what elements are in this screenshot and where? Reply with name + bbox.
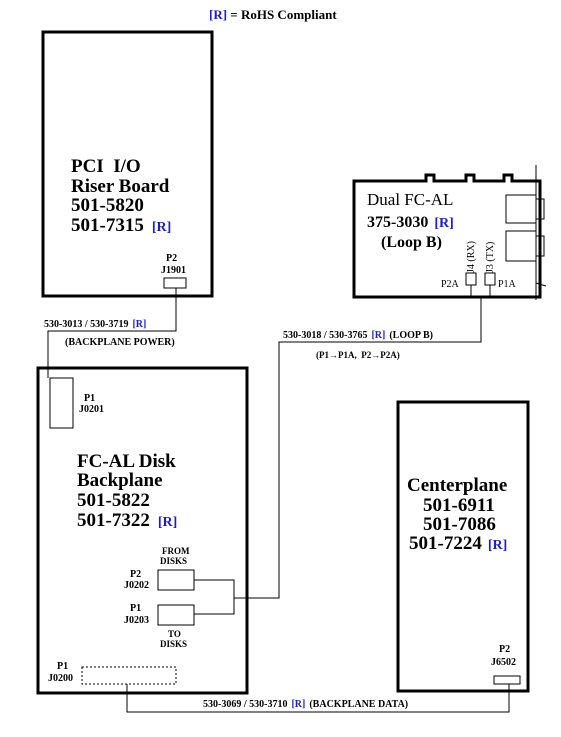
centerplane-line3: 501-7086	[423, 514, 496, 535]
power-cable-line	[47, 288, 177, 378]
disk-backplane-j0200: J0200	[48, 673, 73, 684]
legend-mark: [R]	[209, 7, 227, 22]
data-cable-pn: 530-3069 / 530-3710	[203, 699, 287, 710]
disk-backplane-rohs: [R]	[158, 515, 177, 530]
disk-backplane-line4-row: 501-7322 [R]	[77, 510, 177, 531]
centerplane-conn-p: P2	[499, 644, 510, 655]
sfp-port-top-latch	[535, 198, 545, 220]
disk-backplane-to1: TO	[168, 629, 181, 639]
power-cable-rohs: [R]	[132, 319, 146, 330]
pci-riser-connector	[163, 277, 187, 289]
centerplane-line4: 501-7224	[409, 533, 482, 554]
data-cable-line	[126, 684, 510, 713]
disk-backplane-p1-top: P1	[84, 393, 95, 404]
disk-backplane-line1: FC-AL Disk	[77, 451, 176, 472]
sfp-port-top	[505, 194, 537, 224]
loop-cable-rohs: [R]	[371, 330, 385, 341]
disk-backplane-p1-mid: P1	[130, 603, 141, 614]
pci-riser-line4-row: 501-7315 [R]	[71, 215, 171, 236]
dual-fcal-line3: (Loop B)	[381, 234, 442, 251]
disk-backplane-p1-bot: P1	[57, 661, 68, 672]
loop-cable-line	[234, 285, 491, 599]
loop-cable-mapping: (P1→P1A, P2→P2A)	[316, 350, 400, 360]
dual-fcal-j3-connector	[484, 272, 496, 286]
disk-backplane-j0201-connector	[49, 377, 74, 429]
sfp-port-bottom-latch	[535, 235, 545, 257]
dual-fcal-card	[352, 173, 542, 299]
disk-backplane-j0201: J0201	[79, 404, 104, 415]
disk-backplane-j0200-connector	[81, 666, 177, 685]
dual-fcal-rohs: [R]	[434, 216, 453, 231]
centerplane-line2: 501-6911	[423, 495, 495, 516]
disk-backplane-j0203-connector	[157, 604, 195, 626]
disk-backplane-line4: 501-7322	[77, 510, 150, 531]
centerplane-board	[396, 400, 530, 693]
centerplane-connector	[493, 675, 521, 685]
legend-text: = RoHS Compliant	[227, 7, 337, 22]
data-cable-label: (BACKPLANE DATA)	[309, 699, 408, 710]
disk-backplane-j0202: J0202	[124, 580, 149, 591]
pci-riser-conn-j: J1901	[161, 265, 186, 276]
centerplane-line1: Centerplane	[407, 475, 507, 496]
pci-riser-rohs: [R]	[152, 220, 171, 235]
disk-backplane-line2: Backplane	[77, 470, 163, 491]
dual-fcal-p1a: P1A	[498, 279, 517, 290]
dual-fcal-line2-row: 375-3030 [R]	[367, 214, 454, 231]
disk-backplane-to2: DISKS	[160, 639, 187, 649]
dual-fcal-line1: Dual FC-AL	[367, 190, 453, 209]
dual-fcal-line2: 375-3030	[367, 214, 428, 231]
disk-backplane-y-cable	[194, 579, 247, 615]
data-cable-row: 530-3069 / 530-3710 [R] (BACKPLANE DATA)	[203, 699, 408, 710]
disk-backplane-board	[36, 366, 249, 695]
pci-riser-board	[41, 30, 214, 298]
dual-fcal-j4-connector	[465, 272, 477, 286]
dual-fcal-bracket-tab	[535, 282, 547, 287]
loop-cable-pn-row: 530-3018 / 530-3765 [R] (LOOP B)	[283, 330, 433, 341]
pci-riser-conn-p: P2	[166, 253, 177, 264]
pci-riser-line1: PCI I/O	[71, 156, 141, 177]
disk-backplane-j0202-connector	[157, 569, 195, 591]
sfp-port-bottom	[505, 230, 537, 262]
disk-backplane-from1: FROM	[162, 546, 190, 556]
legend: [R] = RoHS Compliant	[209, 7, 337, 22]
centerplane-rohs: [R]	[488, 538, 507, 553]
dual-fcal-j3-label: J3 (TX)	[485, 242, 496, 273]
dual-fcal-j4-label: J4 (RX)	[466, 241, 477, 273]
centerplane-conn-j: J6502	[491, 657, 516, 668]
dual-fcal-p2a: P2A	[441, 279, 460, 290]
loop-cable-pn: 530-3018 / 530-3765	[283, 330, 367, 341]
loop-cable-suffix: (LOOP B)	[389, 330, 433, 341]
power-cable-pn-row: 530-3013 / 530-3719 [R]	[44, 319, 146, 330]
pci-riser-line4: 501-7315	[71, 215, 144, 236]
power-cable-pn: 530-3013 / 530-3719	[44, 319, 128, 330]
data-cable-rohs: [R]	[291, 699, 305, 710]
centerplane-line4-row: 501-7224 [R]	[409, 533, 507, 554]
pci-riser-line3: 501-5820	[71, 195, 144, 216]
disk-backplane-p2: P2	[130, 569, 141, 580]
pci-riser-line2: Riser Board	[71, 176, 170, 197]
disk-backplane-line3: 501-5822	[77, 490, 150, 511]
power-cable-label: (BACKPLANE POWER)	[65, 337, 175, 348]
disk-backplane-j0203: J0203	[124, 615, 149, 626]
disk-backplane-from2: DISKS	[160, 556, 187, 566]
